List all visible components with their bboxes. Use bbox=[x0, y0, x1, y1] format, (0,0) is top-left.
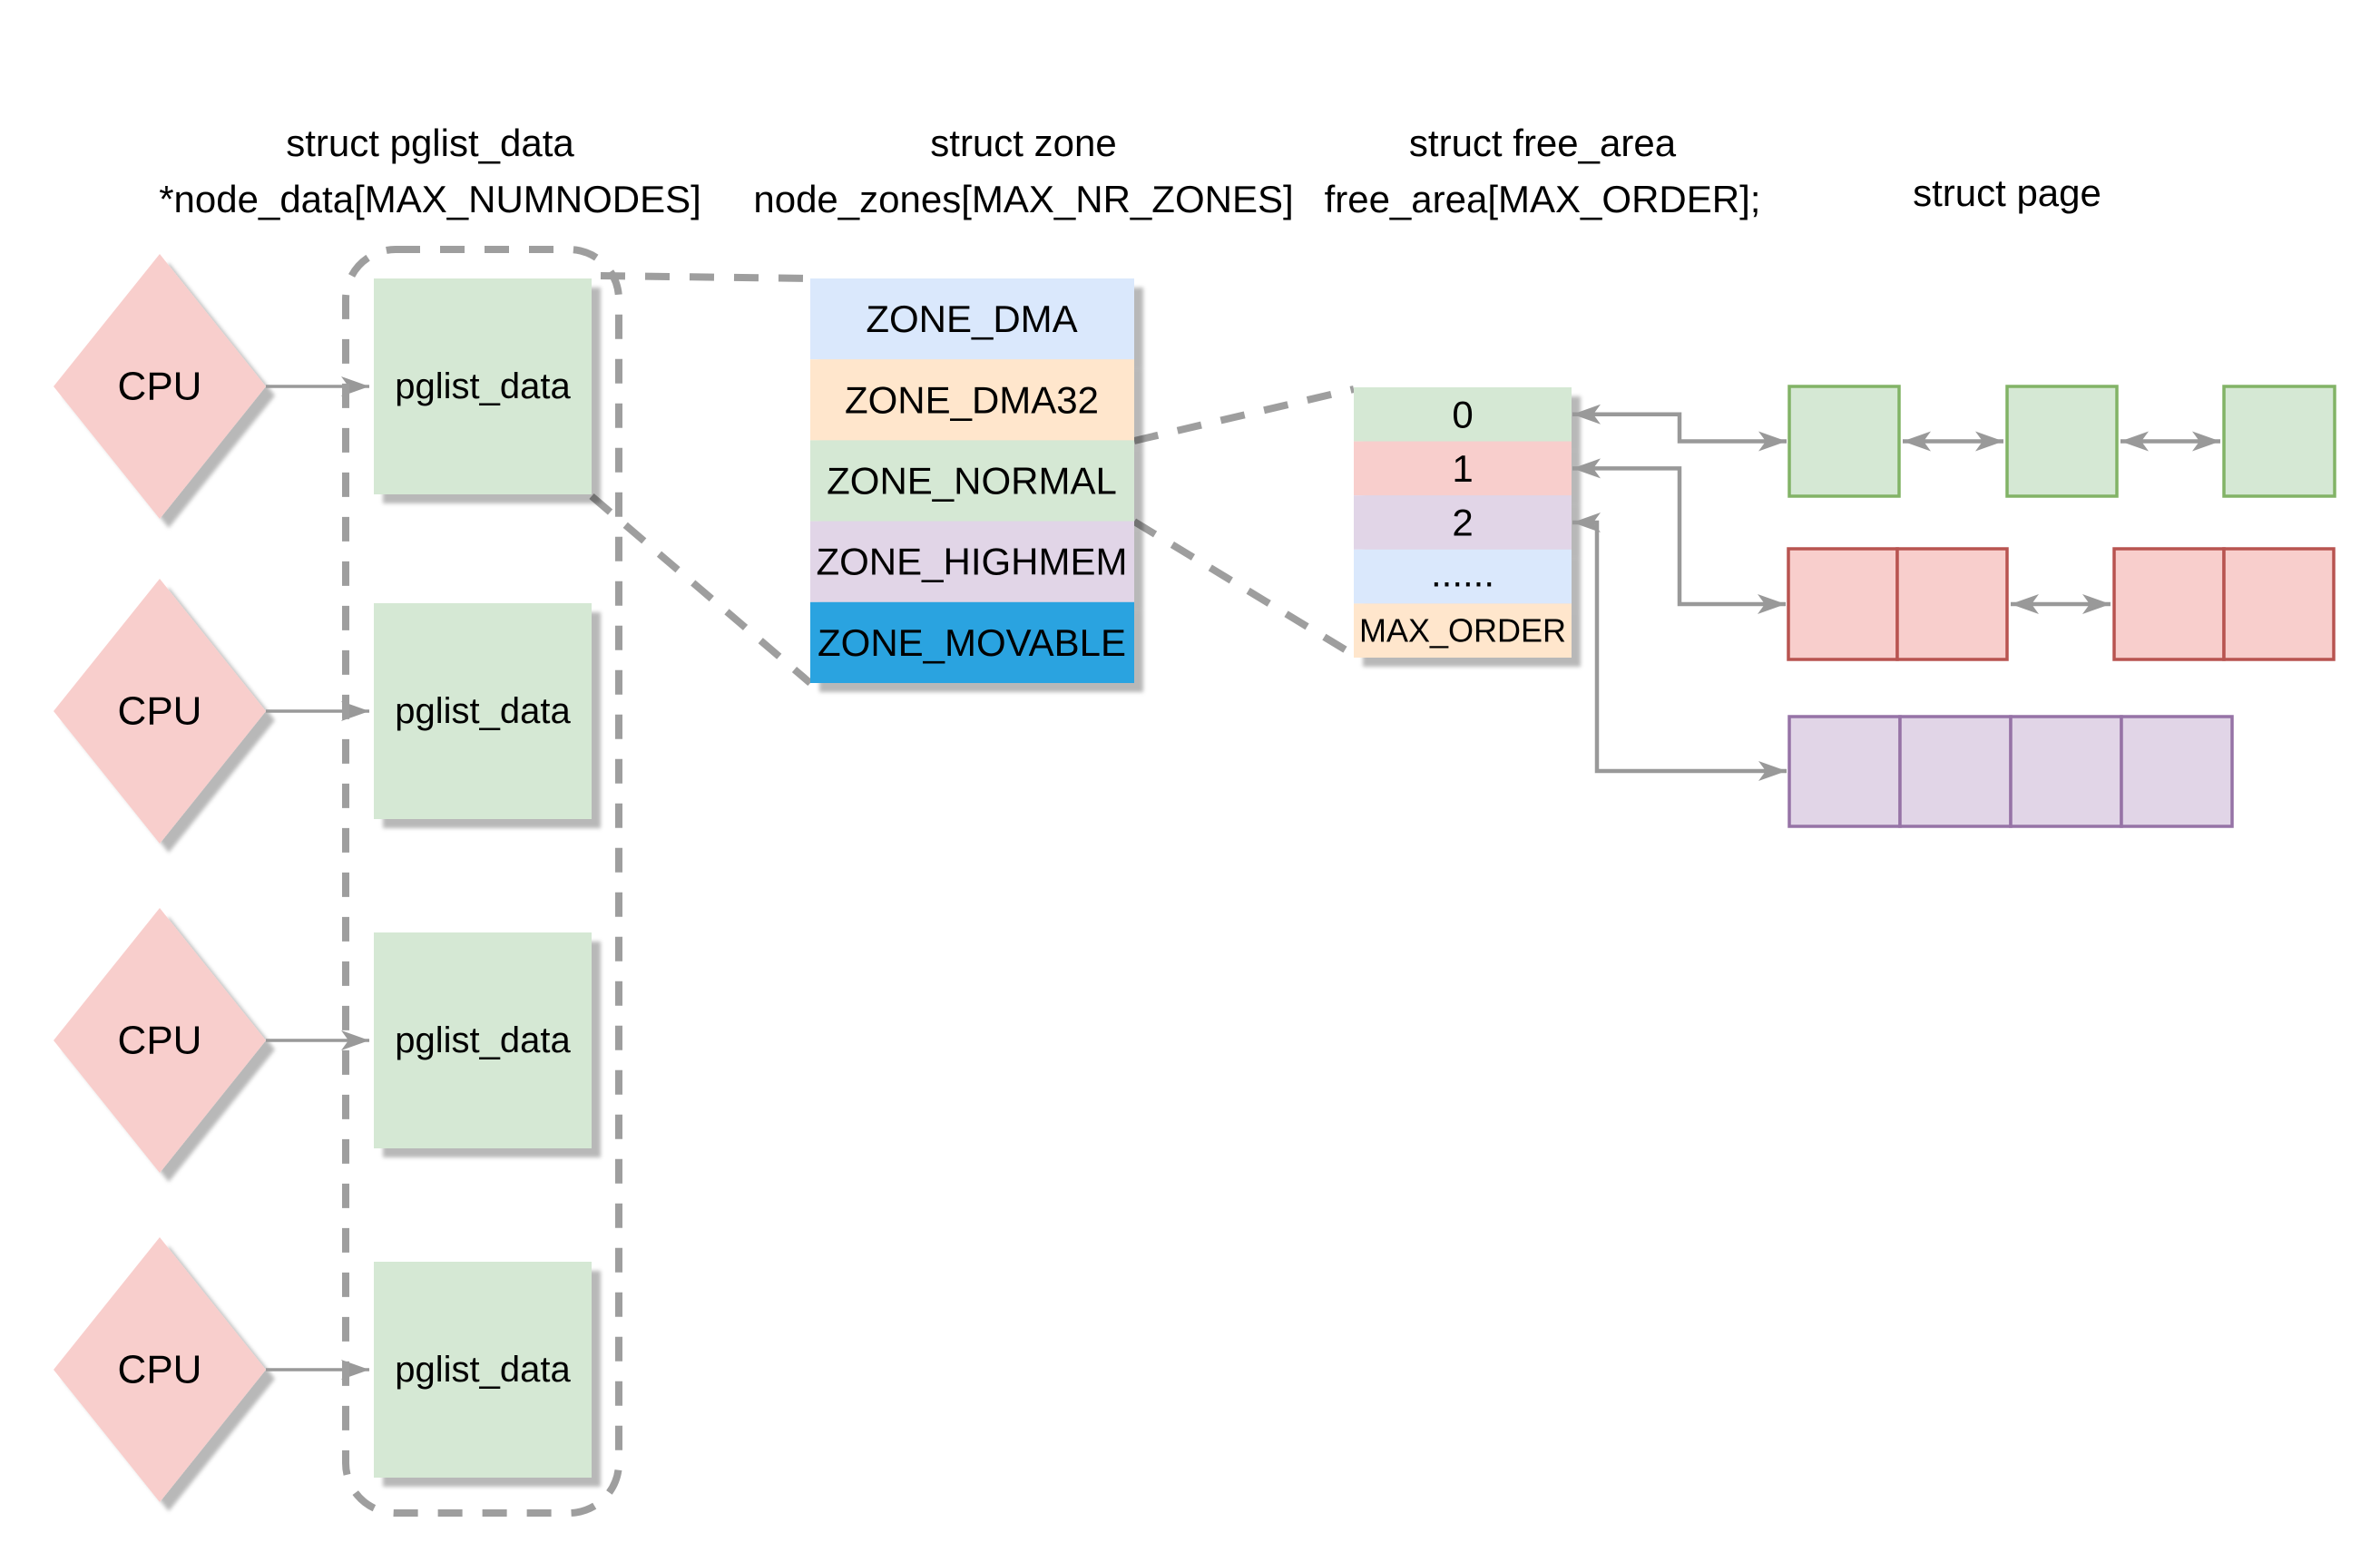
free-area-label-0: 0 bbox=[1452, 393, 1473, 435]
zone-stack-rects bbox=[810, 278, 1134, 683]
zone-header-line1: struct zone bbox=[930, 122, 1116, 164]
page-box-order1-pair2-cell1 bbox=[2112, 547, 2226, 661]
free-area-label-2: 2 bbox=[1452, 502, 1473, 544]
pglist-data-label: pglist_data bbox=[395, 1020, 571, 1060]
cpu-label: CPU bbox=[118, 689, 202, 734]
pglist-data-box bbox=[374, 603, 592, 819]
pglist-data-label: pglist_data bbox=[395, 691, 571, 731]
page-header: struct page bbox=[1913, 171, 2101, 214]
pglist-data-node-4: pglist_data bbox=[374, 1262, 592, 1478]
column-headers: struct pglist_data *node_data[MAX_NUMNOD… bbox=[159, 122, 2101, 220]
pglist-to-zone-link-top bbox=[600, 272, 811, 282]
free-area-label-max-order: MAX_ORDER bbox=[1359, 612, 1566, 649]
zone-row-zone-movable bbox=[810, 601, 1134, 683]
pglist-data-box bbox=[374, 278, 592, 494]
page-box-order2-cell4 bbox=[2120, 715, 2234, 828]
pglist-data-node-1: pglist_data bbox=[374, 278, 592, 494]
page-row-order-0 bbox=[1787, 385, 2336, 498]
page-row-order-1 bbox=[1787, 547, 2336, 661]
cpu-node-2: CPU bbox=[54, 579, 266, 844]
pglist-header-line1: struct pglist_data bbox=[286, 122, 574, 164]
zone-label-zone-normal: ZONE_NORMAL bbox=[827, 460, 1117, 503]
page-box-order1-pair1-cell1 bbox=[1787, 547, 1899, 661]
cpu-label: CPU bbox=[118, 365, 202, 409]
pglist-data-box bbox=[374, 1262, 592, 1478]
page-row-order-2 bbox=[1787, 715, 2234, 828]
zone-to-freearea-link-top bbox=[1133, 386, 1355, 444]
zone-row-zone-normal bbox=[810, 440, 1134, 522]
zone-row-zone-highmem bbox=[810, 521, 1134, 602]
zone-label-zone-highmem: ZONE_HIGHMEM bbox=[816, 541, 1127, 583]
pglist-data-box bbox=[374, 932, 592, 1148]
cpu-node-4: CPU bbox=[54, 1237, 266, 1502]
pglist-data-label: pglist_data bbox=[395, 366, 571, 406]
page-box-order2-cell2 bbox=[1898, 715, 2013, 828]
freearea2-to-page-connector bbox=[1572, 512, 1787, 781]
pglist-to-zone-link-bottom bbox=[589, 493, 813, 687]
free-area-row-ellipsis bbox=[1354, 549, 1572, 604]
pglist-data-boxes: pglist_data pglist_data pglist_data pgli… bbox=[374, 278, 592, 1478]
freearea1-to-page-connector bbox=[1572, 458, 1786, 614]
free-area-row-1 bbox=[1354, 441, 1572, 496]
free-area-label-1: 1 bbox=[1452, 447, 1473, 490]
cpu-nodes: CPU CPU CPU CPU bbox=[54, 254, 266, 1502]
free-area-header-line1: struct free_area bbox=[1409, 122, 1677, 164]
zone-label-zone-dma: ZONE_DMA bbox=[866, 298, 1077, 340]
page-box-order0-1 bbox=[1787, 385, 1901, 498]
cpu-arrows bbox=[266, 376, 369, 1380]
free-area-row-max-order bbox=[1354, 603, 1572, 658]
node-array-dashed-container bbox=[342, 246, 622, 1517]
pglist-data-label: pglist_data bbox=[395, 1350, 571, 1390]
cpu-diamond-shape bbox=[54, 1237, 266, 1502]
page-box-order0-2 bbox=[2005, 385, 2119, 498]
cpu-node-3: CPU bbox=[54, 908, 266, 1173]
free-area-row-0 bbox=[1354, 387, 1572, 442]
cpu-label: CPU bbox=[118, 1019, 202, 1063]
free-area-stack: 0 1 2 ...... MAX_ORDER bbox=[1354, 387, 1572, 658]
zone-label-zone-movable: ZONE_MOVABLE bbox=[818, 621, 1126, 664]
zone-stack: ZONE_DMA ZONE_DMA32 ZONE_NORMAL ZONE_HIG… bbox=[810, 278, 1134, 683]
freearea0-to-page-connector bbox=[1572, 404, 1787, 452]
cpu-node-1: CPU bbox=[54, 254, 266, 519]
free-area-row-2 bbox=[1354, 495, 1572, 550]
zone-row-zone-dma bbox=[810, 278, 1134, 360]
cpu-diamond-shape bbox=[54, 579, 266, 844]
pglist-data-node-3: pglist_data bbox=[374, 932, 592, 1148]
pglist-data-node-2: pglist_data bbox=[374, 603, 592, 819]
cpu-diamond-shape bbox=[54, 254, 266, 519]
free-area-label-ellipsis: ...... bbox=[1431, 552, 1494, 595]
free-area-page-connectors bbox=[1572, 404, 1787, 781]
zone-label-zone-dma32: ZONE_DMA32 bbox=[845, 378, 1099, 421]
zone-header-line2: node_zones[MAX_NR_ZONES] bbox=[753, 178, 1293, 220]
zone-row-zone-dma32 bbox=[810, 359, 1134, 441]
page-box-order2-cell1 bbox=[1787, 715, 1902, 828]
page-box-order1-pair2-cell2 bbox=[2222, 547, 2336, 661]
pglist-header-line2: *node_data[MAX_NUMNODES] bbox=[159, 178, 701, 220]
zone-to-freearea-link-bottom bbox=[1131, 518, 1357, 659]
expansion-links bbox=[589, 272, 1357, 687]
page-box-order0-3 bbox=[2222, 385, 2336, 498]
page-box-order1-pair1-cell2 bbox=[1895, 547, 2009, 661]
cpu-diamond-shape bbox=[54, 908, 266, 1173]
cpu-label: CPU bbox=[118, 1348, 202, 1392]
free-area-stack-rects bbox=[1354, 387, 1572, 658]
page-box-order2-cell3 bbox=[2009, 715, 2123, 828]
free-area-header-line2: free_area[MAX_ORDER]; bbox=[1325, 178, 1761, 220]
